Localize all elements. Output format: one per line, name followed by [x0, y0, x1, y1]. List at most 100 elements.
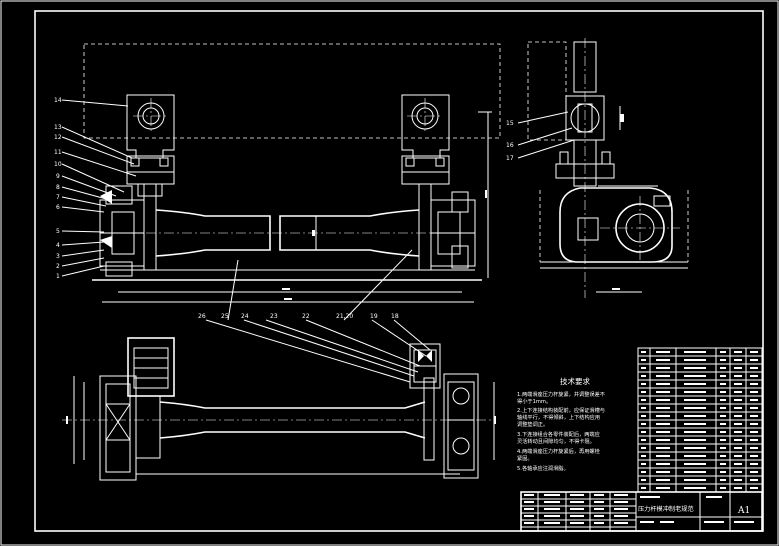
title-cell-mark [594, 508, 604, 510]
table-cell-mark [734, 367, 742, 369]
table-cell-mark [641, 375, 646, 377]
table-cell-mark [684, 463, 706, 465]
table-cell-mark [656, 439, 670, 441]
drawing-title: 压力杆模冲制老规范 [638, 505, 694, 513]
table-cell-mark [750, 407, 758, 409]
requirements-heading: 技术要求 [560, 376, 590, 386]
label-26: 26 [198, 313, 206, 320]
table-cell-mark [734, 463, 742, 465]
table-cell-mark [750, 471, 758, 473]
title-cell-mark [594, 522, 604, 524]
table-cell-mark [750, 487, 758, 489]
table-cell-mark [734, 399, 742, 401]
label-11: 11 [54, 149, 62, 156]
table-cell-mark [720, 455, 726, 457]
table-cell-mark [750, 367, 758, 369]
title-cell-mark [544, 501, 560, 503]
table-cell-mark [656, 463, 670, 465]
table-cell-mark [641, 423, 646, 425]
label-15: 15 [506, 120, 514, 127]
table-cell-mark [641, 439, 646, 441]
table-cell-mark [656, 367, 670, 369]
table-cell-mark [750, 479, 758, 481]
table-cell-mark [734, 455, 742, 457]
table-cell-mark [656, 399, 670, 401]
table-cell-mark [641, 399, 646, 401]
title-cell-mark [570, 508, 584, 510]
table-cell-mark [684, 383, 706, 385]
label-19: 19 [370, 313, 378, 320]
requirement-line: 5.各轴承应注润滑脂。 [517, 464, 569, 472]
label-6: 6 [56, 204, 60, 211]
label-16: 16 [506, 142, 514, 149]
label-18: 18 [391, 313, 399, 320]
title-cell-mark [544, 494, 560, 496]
table-cell-mark [734, 471, 742, 473]
label-12: 12 [54, 134, 62, 141]
requirement-line: 紧固。 [517, 454, 533, 462]
table-cell-mark [684, 431, 706, 433]
requirement-line: 3.下连接组合各零件装配后，两端应 [517, 430, 600, 438]
title-cell-mark [614, 494, 628, 496]
table-cell-mark [734, 351, 742, 353]
table-cell-mark [684, 423, 706, 425]
table-cell-mark [720, 463, 726, 465]
table-cell-mark [750, 423, 758, 425]
label-13: 13 [54, 124, 62, 131]
table-cell-mark [684, 407, 706, 409]
table-cell-mark [734, 383, 742, 385]
table-cell-mark [684, 359, 706, 361]
label-8: 8 [56, 184, 60, 191]
title-cell-mark [640, 496, 660, 498]
table-cell-mark [720, 415, 726, 417]
table-cell-mark [641, 359, 646, 361]
label-3: 3 [56, 253, 60, 260]
table-cell-mark [750, 431, 758, 433]
table-cell-mark [656, 375, 670, 377]
table-cell-mark [750, 415, 758, 417]
table-cell-mark [750, 463, 758, 465]
label-17: 17 [506, 155, 514, 162]
label-7: 7 [56, 194, 60, 201]
labels-bottom: 26 25 24 23 22 21,20 19 18 [198, 313, 399, 320]
table-cell-mark [656, 455, 670, 457]
table-cell-mark [684, 439, 706, 441]
parts-list-table [637, 347, 763, 493]
leaders-left [61, 99, 137, 277]
requirement-line: 灵活转动且间隙均匀，不得卡阻。 [517, 437, 595, 445]
table-cell-mark [720, 439, 726, 441]
title-cell-mark [614, 508, 628, 510]
table-cell-mark [656, 423, 670, 425]
requirement-line: 得小于1mm。 [517, 397, 551, 405]
inner-frame [34, 10, 764, 532]
requirement-line: 调整垫调正。 [517, 420, 548, 428]
side-view [527, 38, 689, 298]
table-cell-mark [656, 407, 670, 409]
title-cell-mark [544, 508, 560, 510]
leaders-right [517, 111, 575, 159]
table-cell-mark [720, 399, 726, 401]
table-cell-mark [734, 415, 742, 417]
table-cell-mark [750, 455, 758, 457]
title-cell-mark [614, 501, 628, 503]
title-cell-mark [544, 515, 560, 517]
title-cell-mark [640, 521, 654, 523]
table-cell-mark [734, 375, 742, 377]
title-cell-mark [704, 521, 724, 523]
title-cell-mark [524, 515, 534, 517]
label-24: 24 [241, 313, 249, 320]
table-cell-mark [684, 391, 706, 393]
table-cell-mark [750, 383, 758, 385]
table-cell-mark [641, 415, 646, 417]
table-cell-mark [734, 479, 742, 481]
table-cell-mark [734, 391, 742, 393]
table-cell-mark [641, 391, 646, 393]
table-cell-mark [656, 479, 670, 481]
table-cell-mark [750, 351, 758, 353]
table-cell-mark [656, 431, 670, 433]
front-view [83, 43, 501, 303]
title-cell-mark [544, 522, 560, 524]
table-cell-mark [734, 487, 742, 489]
sheet-size: A1 [737, 506, 750, 516]
